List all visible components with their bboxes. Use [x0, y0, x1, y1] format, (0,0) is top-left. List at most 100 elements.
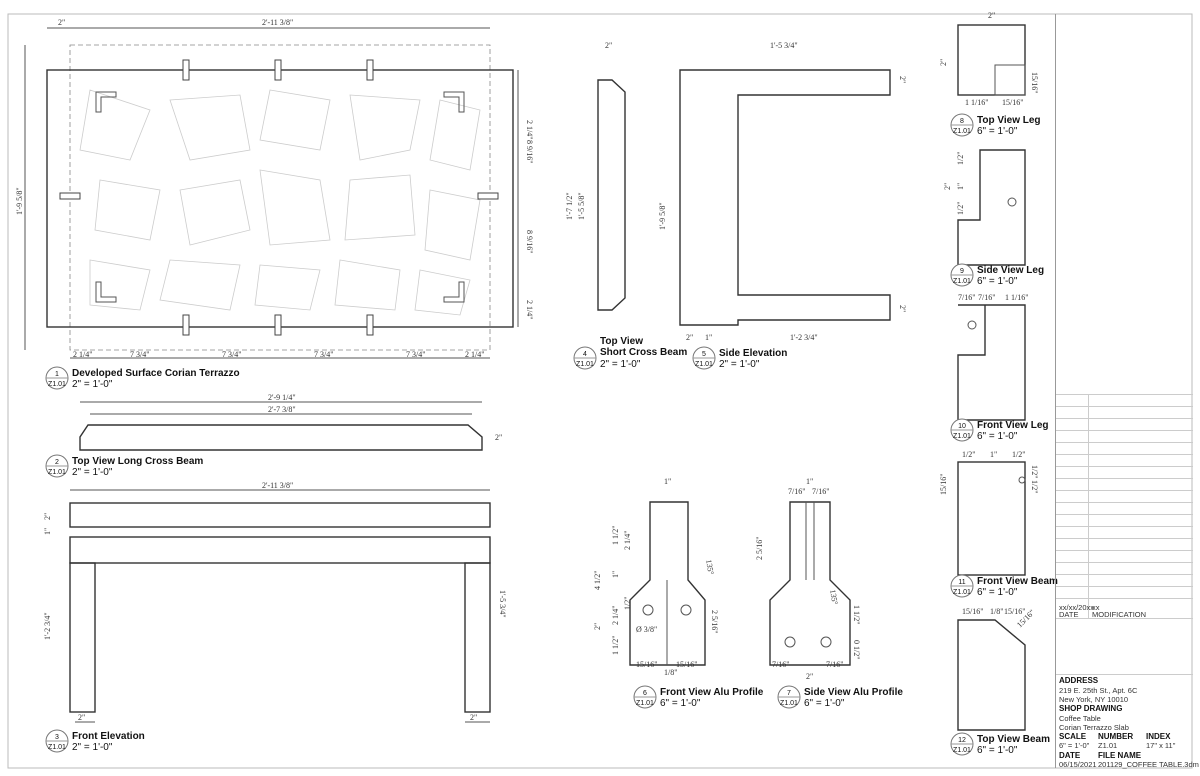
dim: 1/2": [962, 450, 976, 459]
view-long-cross-beam: 2'-9 1/4" 2'-7 3/8" 2": [79, 393, 502, 451]
sheet-border: [7, 13, 1193, 769]
dim: 2": [898, 76, 907, 83]
rev-mod-label: MODIFICATION: [1092, 610, 1147, 619]
dim: 2": [78, 713, 85, 722]
dim: 7/16": [772, 660, 790, 669]
view-number: 10: [958, 423, 966, 430]
dim: 15/16": [939, 474, 948, 496]
dim: 1": [664, 477, 671, 486]
dim: 2'-11 3/8": [262, 481, 293, 490]
view-title: Front Elevation: [72, 731, 145, 742]
dim: 135°: [704, 559, 716, 576]
dim: 1'-7 1/2": [565, 192, 574, 220]
dim: 2": [806, 672, 813, 681]
view-scale: 2" = 1'-0": [600, 359, 641, 370]
view-number: 7: [787, 690, 791, 697]
sheet-number: Z1.01: [695, 361, 713, 368]
dim: 135°: [828, 589, 840, 606]
dim: 15/16": [1004, 607, 1026, 616]
view-number: 12: [958, 737, 966, 744]
dim: 1": [956, 183, 965, 190]
view-side-elevation: 1'-5 3/4" 2" 1'-9 5/8" 2" 2" 1" 1'-2 3/4…: [658, 41, 907, 342]
dim: 1/2": [1012, 450, 1026, 459]
dim: 15/16": [1030, 72, 1039, 94]
view-side-alu-profile: 1" 7/16" 7/16" 2 5/16" 135° 1 1/2" 0 1/2…: [755, 477, 861, 681]
sheet-number: Z1.01: [48, 381, 66, 388]
dim: 15/16": [636, 660, 658, 669]
view-scale: 2" = 1'-0": [72, 379, 113, 390]
rev-date-value: xx/xx/20xx: [1059, 603, 1095, 612]
view-scale: 6" = 1'-0": [977, 126, 1018, 137]
view-label-1: 1Z1.01 Developed Surface Corian Terrazzo2…: [45, 366, 240, 390]
dim: 7/16": [978, 293, 996, 302]
dim: 15/16": [676, 660, 698, 669]
view-front-elevation: 2'-11 3/8" 2" 1" 1'-2 3/4" 1'-5 3/4" 2" …: [43, 481, 507, 723]
dim: 1 1/16": [965, 98, 989, 107]
shop-line2: Corian Terrazzo Slab: [1059, 723, 1129, 732]
dim: 1 1/16": [1005, 293, 1029, 302]
file-name-label: FILE NAME: [1098, 751, 1142, 760]
view-number: 6: [643, 690, 647, 697]
dim: 2": [58, 18, 65, 27]
dim: 2'-7 3/8": [268, 405, 296, 414]
view-number: 1: [55, 371, 59, 378]
view-title-2: Short Cross Beam: [600, 347, 687, 358]
dim: 2 1/4": [525, 300, 534, 320]
dim: 1'-5 3/4": [770, 41, 798, 50]
dim: 2": [943, 183, 952, 190]
dim: 1'-2 3/4": [43, 612, 52, 640]
dim: 2 1/4": [623, 531, 632, 551]
view-title: Front View Leg: [977, 420, 1049, 431]
dim: 2": [43, 513, 52, 520]
rev-mod-value: xx: [1092, 603, 1100, 612]
view-developed-surface: 2" 2'-11 3/8" 1'-9 5/8" 2 1/4" 8 9/16" 8…: [15, 18, 534, 359]
view-scale: 6" = 1'-0": [660, 698, 701, 709]
view-short-cross-beam: 2" 1'-7 1/2" 1'-5 5/8": [565, 41, 626, 311]
dim: 1'-5 3/4": [498, 590, 507, 618]
title-block: xx/xx/20xx xx DATE MODIFICATION ADDRESS …: [1055, 14, 1199, 769]
dim: 2": [939, 59, 948, 66]
dim: 1/2": [1030, 480, 1039, 494]
dim: 2": [470, 713, 477, 722]
dim: 7/16": [958, 293, 976, 302]
view-number: 4: [583, 351, 587, 358]
address-line1: 219 E. 25th St., Apt. 6C: [1059, 686, 1138, 695]
view-number: 11: [958, 579, 965, 586]
dim: 1": [43, 528, 52, 535]
view-scale: 6" = 1'-0": [977, 276, 1018, 287]
view-scale: 6" = 1'-0": [977, 431, 1018, 442]
dim: Ø 3/8": [636, 625, 657, 634]
dim: 0 1/2": [852, 640, 861, 660]
dim: 2 1/4": [465, 350, 485, 359]
sheet-number: Z1.01: [953, 747, 971, 754]
sheet-number: Z1.01: [636, 700, 654, 707]
dim: 1 1/2": [852, 605, 861, 625]
scale-label: SCALE: [1059, 732, 1087, 741]
dim: 2 5/16": [755, 537, 764, 561]
dim: 7/16": [812, 487, 830, 496]
view-title: Front View Alu Profile: [660, 687, 764, 698]
address-line2: New York, NY 10010: [1059, 695, 1129, 704]
address-label: ADDRESS: [1059, 676, 1099, 685]
view-title: Side View Leg: [977, 265, 1044, 276]
dim: 2": [686, 333, 693, 342]
view-title: Developed Surface Corian Terrazzo: [72, 368, 240, 379]
shop-drawing-label: SHOP DRAWING: [1059, 704, 1123, 713]
view-front-alu-profile: 1" 1 1/2" 2 1/4" 4 1/2" 1" 1/2" 2 1/4" 2…: [593, 477, 719, 677]
dim: 1/2": [1030, 465, 1039, 479]
view-title: Side View Alu Profile: [804, 687, 903, 698]
dim: 1": [705, 333, 712, 342]
dim: 1 1/2": [611, 636, 620, 656]
sheet-number: Z1.01: [953, 278, 971, 285]
dim: 1": [806, 477, 813, 486]
